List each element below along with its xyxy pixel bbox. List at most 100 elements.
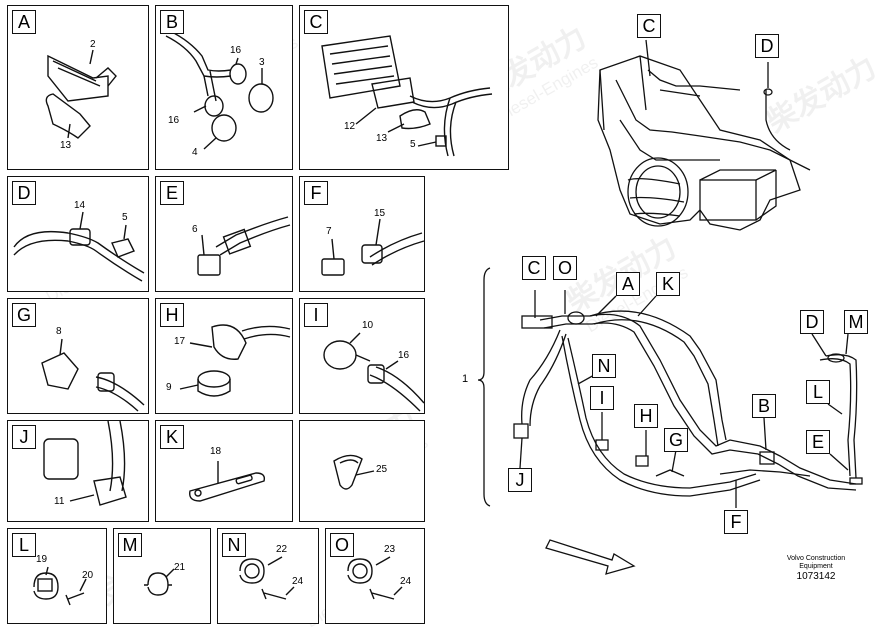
harness-tag-o: O [553, 256, 577, 280]
panel-e-label: E [160, 181, 184, 205]
callout-11: 11 [54, 496, 65, 507]
callout-20: 20 [82, 570, 94, 581]
panel-i-label: I [304, 303, 328, 327]
credit-text: Volvo Construction Equipment [766, 555, 866, 571]
panel-o-label: O [330, 533, 354, 557]
panel-i-drawing [323, 332, 425, 412]
panel-f-drawing [321, 218, 425, 276]
panel-a: A 2 13 [7, 5, 149, 170]
panel-j-drawing [43, 421, 127, 506]
panel-m-drawing [144, 568, 175, 596]
callout-5: 5 [122, 212, 128, 223]
callout-17: 17 [174, 336, 186, 347]
harness-tag-c: C [522, 256, 546, 280]
callout-25: 25 [376, 464, 388, 475]
panel-c-label: C [304, 10, 328, 34]
callout-16: 16 [398, 350, 410, 361]
panel-j-label: J [12, 425, 36, 449]
callout-15: 15 [374, 208, 386, 219]
harness-tag-m: M [844, 310, 868, 334]
panel-n-drawing [239, 556, 295, 600]
credit-line-1: Volvo Construction [786, 555, 846, 562]
callout-7: 7 [326, 226, 332, 237]
panel-g-drawing [41, 338, 145, 412]
callout-5: 5 [410, 139, 416, 150]
harness-tag-a: A [616, 272, 640, 296]
harness-tag-e: E [806, 430, 830, 454]
callout-24: 24 [400, 576, 412, 587]
panel-o-drawing [347, 556, 403, 600]
harness-tag-g: G [664, 428, 688, 452]
panel-h: H 17 9 [155, 298, 293, 414]
harness-tag-f: F [724, 510, 748, 534]
panel-c: C 12 13 5 [299, 5, 509, 170]
part-number: 1073142 [796, 571, 836, 582]
panel-e: E 6 [155, 176, 293, 292]
panel-i: I 10 16 [299, 298, 425, 414]
callout-13: 13 [376, 133, 388, 144]
panel-b-label: B [160, 10, 184, 34]
machine-frame [597, 55, 801, 231]
panel-h-drawing [179, 324, 291, 397]
harness-tag-n: N [592, 354, 616, 378]
panel-c-drawing [321, 35, 493, 157]
machine-drum [627, 157, 689, 227]
panel-e-drawing [197, 216, 291, 276]
panel-f: F 7 15 [299, 176, 425, 292]
panel-d: D 14 5 [7, 176, 149, 292]
callout-6: 6 [192, 224, 198, 235]
harness-tag-d: D [800, 310, 824, 334]
panel-k: K 18 [155, 420, 293, 522]
panel-d-drawing [13, 211, 145, 282]
panel-a-label: A [12, 10, 36, 34]
direction-arrow [545, 539, 636, 575]
overview-tag-d: D [755, 34, 779, 58]
panel-g-label: G [12, 303, 36, 327]
panel-k-label: K [160, 425, 184, 449]
panel-f-label: F [304, 181, 328, 205]
panel-n: N 22 24 [217, 528, 319, 624]
panel-k-drawing [189, 461, 266, 502]
panel-m-label: M [118, 533, 142, 557]
callout-2: 2 [90, 39, 96, 50]
panel-o: O 23 24 [325, 528, 425, 624]
overview-tag-c: C [637, 14, 661, 38]
callout-21: 21 [174, 562, 186, 573]
harness-tag-b: B [752, 394, 776, 418]
callout-16: 16 [230, 45, 242, 56]
callout-12: 12 [344, 121, 356, 132]
callout-8: 8 [56, 326, 62, 337]
panel-h-label: H [160, 303, 184, 327]
callout-13: 13 [60, 140, 72, 151]
panel-l-label: L [12, 533, 36, 557]
panel-m: M 21 [113, 528, 211, 624]
harness-tag-l: L [806, 380, 830, 404]
callout-14: 14 [74, 200, 86, 211]
harness-tag-i: I [590, 386, 614, 410]
group-bracket [477, 267, 491, 507]
callout-23: 23 [384, 544, 396, 555]
harness-tag-j: J [508, 468, 532, 492]
panel-b-drawing [165, 30, 274, 150]
panel-a-drawing [45, 49, 117, 139]
harness-tag-h: H [634, 404, 658, 428]
callout-16: 16 [168, 115, 180, 126]
panel-d-label: D [12, 181, 36, 205]
panel-j: J 11 [7, 420, 149, 522]
credit-line-2: Equipment [799, 563, 833, 570]
panel-g: G 8 [7, 298, 149, 414]
panel-cable-tie-drawing [333, 454, 375, 490]
callout-1: 1 [462, 373, 469, 385]
callout-4: 4 [192, 147, 198, 158]
callout-9: 9 [166, 382, 172, 393]
callout-18: 18 [210, 446, 222, 457]
callout-10: 10 [362, 320, 374, 331]
callout-22: 22 [276, 544, 288, 555]
panel-l-drawing [33, 566, 87, 606]
callout-3: 3 [259, 57, 265, 68]
panel-b: B 16 3 16 4 [155, 5, 293, 170]
callout-24: 24 [292, 576, 304, 587]
callout-19: 19 [36, 554, 48, 565]
panel-cable-tie: 25 [299, 420, 425, 522]
